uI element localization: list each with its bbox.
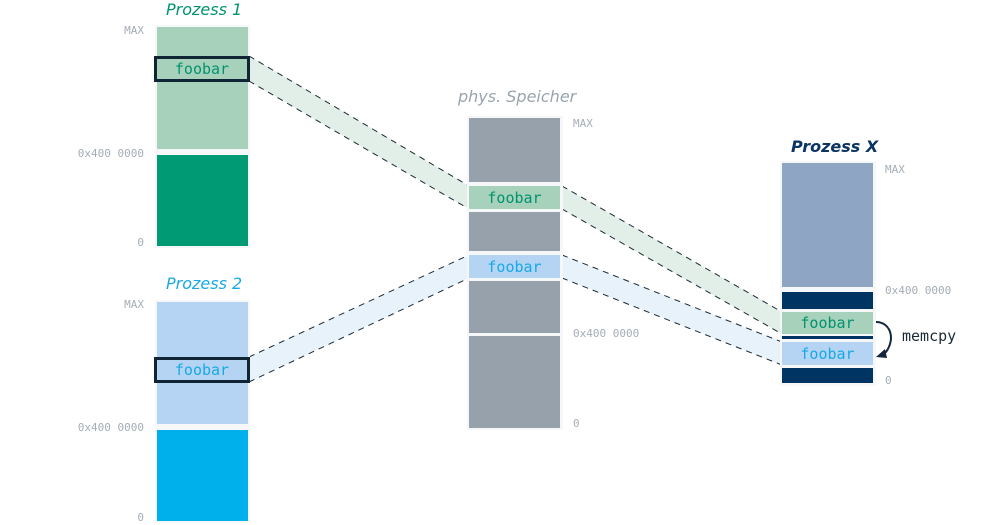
processX-foobar-green[interactable]: foobar	[782, 312, 873, 334]
process1-lower-region	[157, 155, 248, 246]
memcpy-label: memcpy	[902, 327, 957, 345]
physical-addr-mid: 0x400 0000	[573, 327, 640, 340]
processX-upper-region	[782, 163, 873, 287]
processX-lower-region	[782, 368, 873, 383]
physical-page	[469, 336, 560, 428]
process2-foobar-variable[interactable]: foobar	[154, 357, 250, 383]
processX-title: Prozess X	[791, 137, 879, 156]
physical-addr-max: MAX	[573, 117, 593, 130]
processX-addr-max: MAX	[885, 163, 905, 176]
mapping-band-phys-px-green	[562, 186, 782, 334]
process1-addr-max: MAX	[124, 24, 144, 37]
physical-foobar-from-process2[interactable]: foobar	[469, 255, 560, 278]
processX-addr-mid: 0x400 0000	[885, 284, 952, 297]
process1-title: Prozess 1	[166, 0, 243, 19]
mapping-edge	[248, 277, 470, 383]
mapping-band-p1-phys	[249, 56, 469, 209]
mapping-edge	[248, 55, 470, 187]
process1-addr-zero: 0	[137, 236, 144, 249]
processX-addr-zero: 0	[885, 374, 892, 387]
process2-addr-zero: 0	[137, 511, 144, 524]
physical-page	[469, 212, 560, 251]
processX-lower-region	[782, 336, 873, 339]
process1-upper-region	[157, 27, 248, 149]
mapping-band-p2-phys	[249, 255, 469, 382]
physical-foobar-from-process1[interactable]: foobar	[469, 186, 560, 209]
process2-addr-max: MAX	[124, 298, 144, 311]
process1-foobar-variable[interactable]: foobar	[154, 56, 250, 82]
process2-addr-mid: 0x400 0000	[77, 421, 144, 434]
physical-memory-title: phys. Speicher	[458, 87, 577, 106]
process2-lower-region	[157, 430, 248, 521]
process1-addr-mid: 0x400 0000	[77, 147, 144, 160]
memcpy-arrow-icon	[875, 321, 892, 358]
mapping-edge	[248, 80, 470, 210]
physical-page	[469, 118, 560, 182]
physical-page	[469, 281, 560, 333]
process2-title: Prozess 2	[166, 274, 243, 293]
processX-foobar-blue[interactable]: foobar	[782, 342, 873, 365]
processX-lower-region	[782, 292, 873, 309]
mapping-band-phys-px-blue	[562, 255, 782, 365]
mapping-edge	[248, 254, 470, 358]
physical-addr-zero: 0	[573, 417, 580, 430]
mapping-edge	[561, 208, 783, 335]
mapping-edge	[561, 185, 783, 313]
